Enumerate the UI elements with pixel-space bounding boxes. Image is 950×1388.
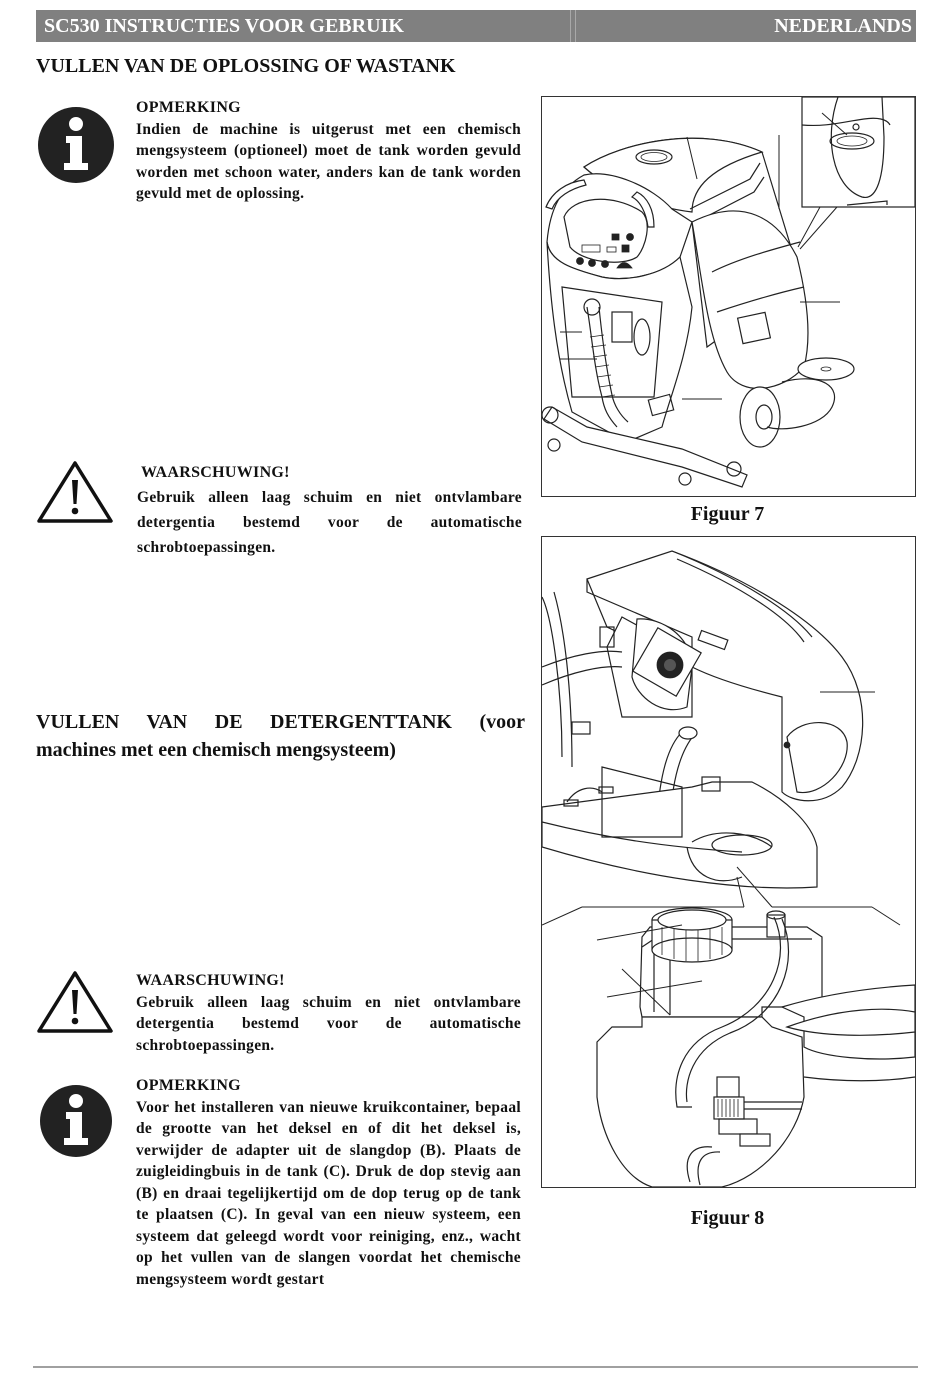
detergent-tank-illustration — [542, 550, 915, 1187]
control-panel-buttons — [576, 233, 634, 269]
open-compartment — [542, 550, 901, 926]
section-heading-solution-tank: VULLEN VAN DE OPLOSSING OF WASTANK — [36, 55, 456, 77]
inset-detail — [801, 97, 915, 208]
note-title: OPMERKING — [136, 99, 241, 116]
warning-title: WAARSCHUWING! — [136, 972, 285, 989]
warning-text: Gebruik alleen laag schuim en niet ontvl… — [136, 993, 521, 1054]
info-icon — [40, 1085, 112, 1157]
figure-8-caption: Figuur 8 — [690, 1207, 765, 1229]
note-body: OPMERKING Voor het installeren van nieuw… — [136, 1075, 521, 1290]
warning-title: WAARSCHUWING! — [141, 464, 290, 481]
machine-body — [542, 137, 855, 488]
note-text: Voor het installeren van nieuwe kruikcon… — [136, 1098, 521, 1288]
section-heading-detergent-tank: VULLEN VAN DE DETERGENTTANK (voor machin… — [36, 708, 525, 764]
scrubber-machine-illustration — [542, 97, 915, 488]
footer-divider — [33, 1366, 918, 1368]
note-title: OPMERKING — [136, 1077, 241, 1094]
warning-body: WAARSCHUWING! Gebruik alleen laag schuim… — [136, 970, 521, 1056]
heading-line-2: machines met een chemisch mengsysteem) — [36, 739, 396, 761]
figure-8-detergent-tank — [541, 536, 916, 1188]
document-title: SC530 INSTRUCTIES VOOR GEBRUIK — [36, 10, 571, 42]
warning-body: WAARSCHUWING! Gebruik alleen laag schuim… — [137, 460, 522, 560]
figure-7-scrubber-machine — [541, 96, 916, 497]
detergent-jug — [596, 907, 915, 1187]
page-header-bar: SC530 INSTRUCTIES VOOR GEBRUIK NEDERLAND… — [36, 10, 916, 42]
warning-text: Gebruik alleen laag schuim en niet ontvl… — [137, 489, 522, 556]
note-text: Indien de machine is uitgerust met een c… — [136, 120, 521, 203]
header-divider — [571, 10, 576, 42]
figure-7-leader-lines — [560, 135, 840, 400]
figure-7-caption: Figuur 7 — [690, 503, 765, 525]
info-icon — [38, 107, 114, 183]
language-label: NEDERLANDS — [774, 15, 912, 37]
warning-icon — [37, 461, 113, 523]
heading-line-1: VULLEN VAN DE DETERGENTTANK (voor — [36, 711, 525, 733]
warning-icon — [37, 971, 113, 1033]
note-body: OPMERKING Indien de machine is uitgerust… — [136, 97, 521, 205]
